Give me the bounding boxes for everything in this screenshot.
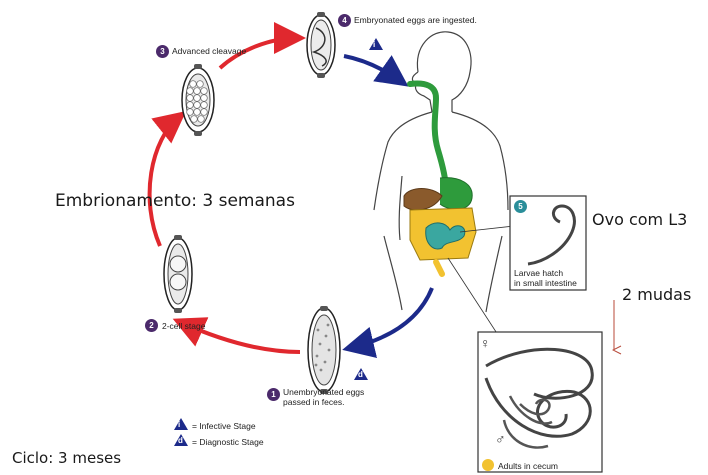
- stage1-label-line2: passed in feces.: [283, 397, 344, 407]
- infective-marker-letter: i: [373, 40, 375, 49]
- legend-diagnostic-letter: d: [178, 436, 183, 445]
- stage6-label: Adults in cecum: [498, 461, 558, 471]
- stage3-badge: 3: [156, 45, 169, 58]
- stage3-label: Advanced cleavage: [172, 46, 246, 56]
- stage1-badge: 1: [267, 388, 280, 401]
- egg-stage4: [307, 12, 335, 78]
- stage5-label-line1: Larvae hatch: [514, 268, 563, 278]
- inset-adults-cecum: [478, 332, 602, 472]
- diagnostic-marker-letter: d: [358, 370, 363, 379]
- infective-marker-triangle: [369, 38, 383, 50]
- annotation-mudas: 2 mudas: [622, 285, 691, 304]
- female-symbol: ♀: [480, 335, 491, 351]
- stage2-label: 2-cell stage: [162, 321, 205, 331]
- stage5-badge: 5: [514, 200, 527, 213]
- arrow-host-to-stage1: [350, 288, 432, 348]
- stage4-label: Embryonated eggs are ingested.: [354, 15, 477, 25]
- egg-stage3: [182, 64, 214, 136]
- egg-stage2: [164, 235, 192, 313]
- stage1-label-line1: Unembryonated eggs: [283, 387, 364, 397]
- legend-infective-letter: i: [178, 420, 180, 429]
- stage5-label-line2: in small intestine: [514, 278, 577, 288]
- male-symbol: ♂: [495, 431, 506, 447]
- stage4-badge: 4: [338, 14, 351, 27]
- adults-color-dot: [482, 459, 494, 471]
- stage2-badge: 2: [145, 319, 158, 332]
- egg-stage1: [308, 306, 340, 394]
- annotation-ovo-l3: Ovo com L3: [592, 210, 687, 229]
- legend-infective-triangle: [174, 418, 188, 430]
- legend-diagnostic-text: = Diagnostic Stage: [192, 437, 264, 447]
- annotation-ciclo: Ciclo: 3 meses: [12, 449, 121, 467]
- annotation-embrionamento: Embrionamento: 3 semanas: [55, 191, 295, 211]
- digestive-tract: [404, 84, 476, 274]
- legend-infective-text: = Infective Stage: [192, 421, 256, 431]
- arrow-stage2-to-stage3: [150, 116, 180, 246]
- arrow-stage4-to-host: [344, 56, 402, 82]
